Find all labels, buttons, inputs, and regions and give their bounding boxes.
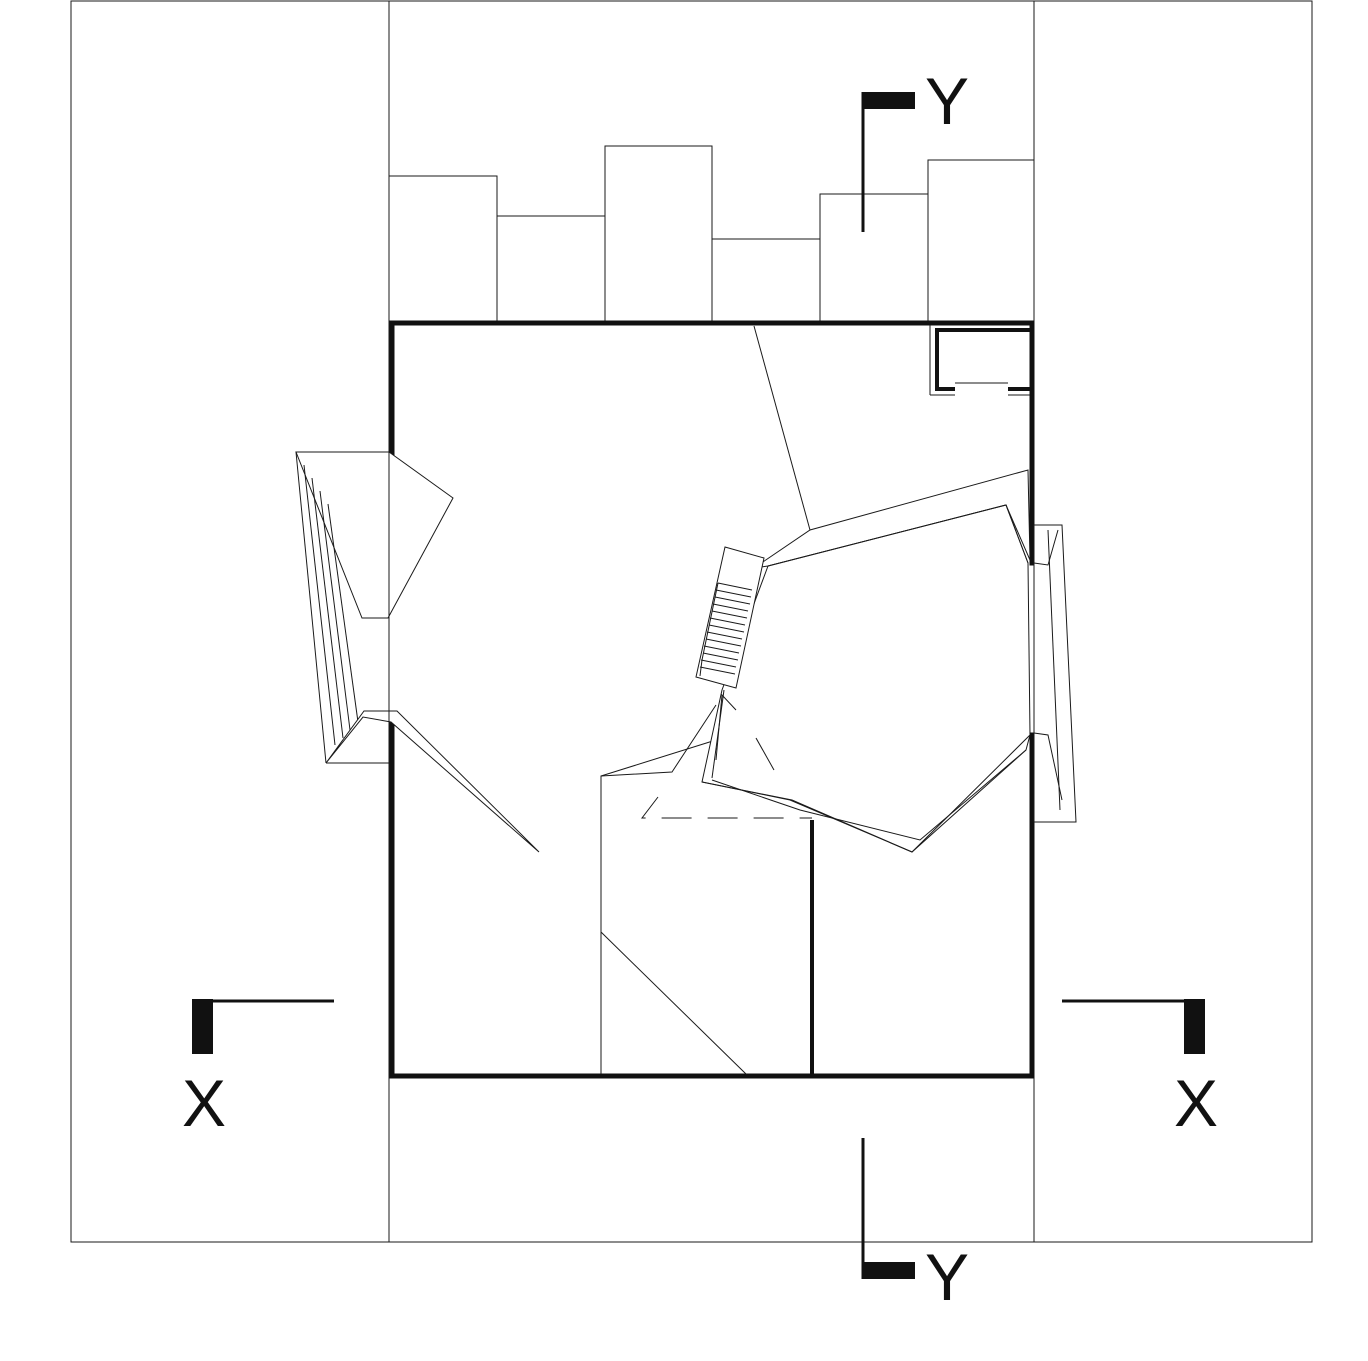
interior-guide-lines (600, 325, 811, 1075)
overhead-dashed-line (640, 796, 812, 819)
section-label-y-bottom: Y (925, 1240, 969, 1314)
section-marker-x-right: X (1062, 999, 1218, 1140)
section-label-y-top: Y (925, 64, 969, 138)
section-label-x-right: X (1174, 1066, 1218, 1140)
section-marker-x-left: X (182, 999, 334, 1140)
neighbouring-buildings (388, 145, 1034, 322)
right-window-bay (1033, 524, 1077, 823)
lower-block (600, 704, 717, 1074)
central-pod (701, 469, 1031, 853)
section-label-x-left: X (182, 1066, 226, 1140)
staircase (695, 546, 765, 689)
left-window-bay (295, 451, 540, 853)
corner-closet (929, 325, 1030, 396)
section-marker-y-bottom: Y (861, 1138, 969, 1314)
site-boundary (70, 0, 1313, 1243)
section-marker-y-top: Y (861, 64, 969, 232)
